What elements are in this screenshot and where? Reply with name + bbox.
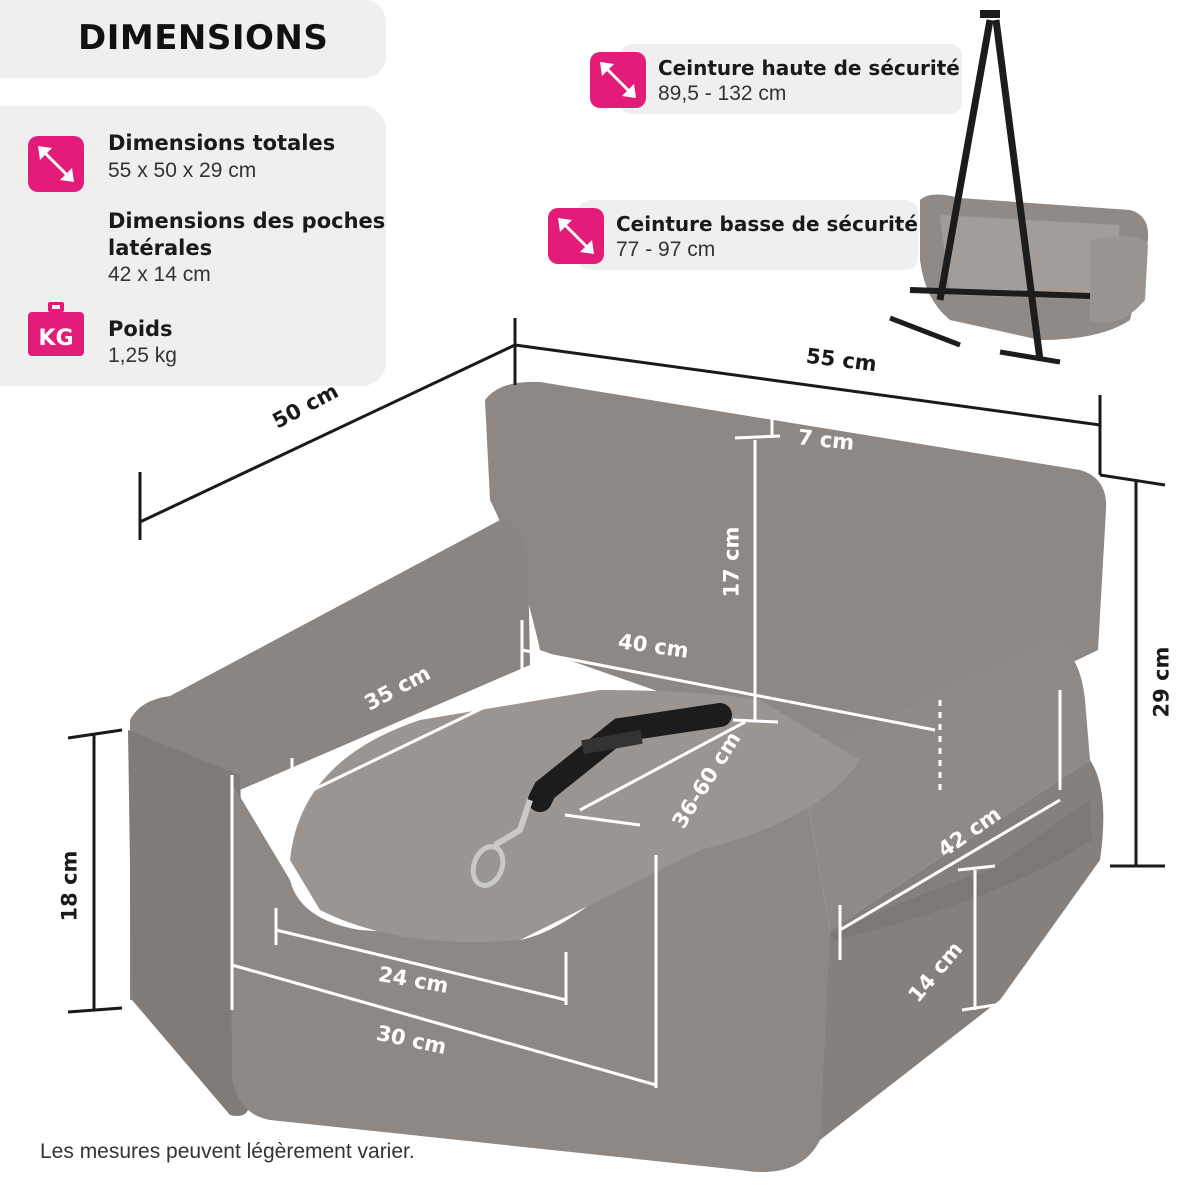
- diagonal-arrows-icon: [28, 136, 84, 192]
- measurement-disclaimer: Les mesures peuvent légèrement varier.: [40, 1140, 415, 1163]
- pockets-label-line2: latérales: [108, 236, 213, 260]
- dog-car-seat: [128, 381, 1107, 1172]
- weight-icon: KG: [28, 302, 84, 356]
- low-belt-panel: Ceinture basse de sécurité 77 - 97 cm: [578, 200, 918, 270]
- outer-measurements: [67, 318, 1166, 1014]
- high-belt-value: 89,5 - 132 cm: [658, 82, 787, 105]
- pockets-label-line1: Dimensions des poches: [108, 209, 386, 233]
- inner-measurements: [230, 414, 1062, 1088]
- total-dimensions-label: Dimensions totales: [108, 131, 336, 155]
- height-label: 29 cm: [1149, 646, 1174, 718]
- low-belt-arrows-icon: [548, 208, 604, 264]
- page-title: DIMENSIONS: [78, 18, 329, 58]
- total-dimensions-value: 55 x 50 x 29 cm: [108, 159, 257, 182]
- title-panel: DIMENSIONS: [0, 0, 386, 78]
- pockets-value: 42 x 14 cm: [108, 263, 211, 286]
- strapped-seat-thumbnail: [889, 10, 1149, 365]
- low-belt-value: 77 - 97 cm: [616, 238, 716, 261]
- weight-icon-text: KG: [38, 326, 73, 351]
- low-belt-label: Ceinture basse de sécurité: [616, 212, 918, 236]
- front-height-label: 18 cm: [57, 850, 82, 922]
- high-belt-arrows-icon: [590, 52, 646, 108]
- spec-panel: Dimensions totales 55 x 50 x 29 cm Dimen…: [0, 106, 386, 386]
- high-belt-panel: Ceinture haute de sécurité 89,5 - 132 cm: [620, 44, 962, 114]
- backrest-height-label: 17 cm: [719, 526, 744, 598]
- high-belt-label: Ceinture haute de sécurité: [658, 56, 960, 80]
- weight-label: Poids: [108, 317, 173, 341]
- weight-value: 1,25 kg: [108, 344, 177, 367]
